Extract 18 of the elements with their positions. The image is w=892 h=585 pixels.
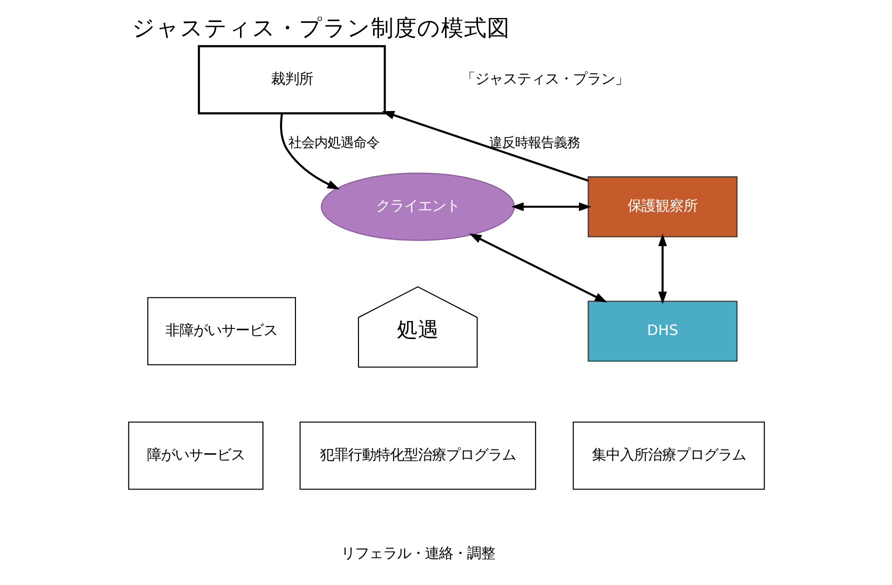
- node-box: DHS: [587, 300, 737, 362]
- label: リフェラル・連絡・調整: [340, 546, 494, 562]
- label: 「ジャスティス・プラン」: [460, 71, 628, 88]
- arrow: [381, 110, 588, 182]
- diagram-title: ジャスティス・プラン制度の模式図: [131, 14, 510, 41]
- node-box: 裁判所: [197, 44, 386, 114]
- node-box: 保護観察所: [587, 176, 737, 237]
- edge-label: 社会内処遇命令: [288, 135, 380, 150]
- node-ellipse: クライエント: [320, 172, 514, 240]
- arrow: [468, 232, 607, 302]
- arrow: [510, 202, 591, 211]
- arrow: [280, 112, 340, 189]
- node-box: 集中入所治療プログラム: [572, 421, 764, 490]
- node-box: 非障がいサービス: [146, 296, 296, 365]
- node-box: 犯罪行動特化型治療プログラム: [299, 421, 536, 490]
- arrow: [658, 233, 666, 304]
- edge-label: 違反時報告義務: [488, 135, 580, 150]
- node-box: 障がいサービス: [128, 421, 263, 490]
